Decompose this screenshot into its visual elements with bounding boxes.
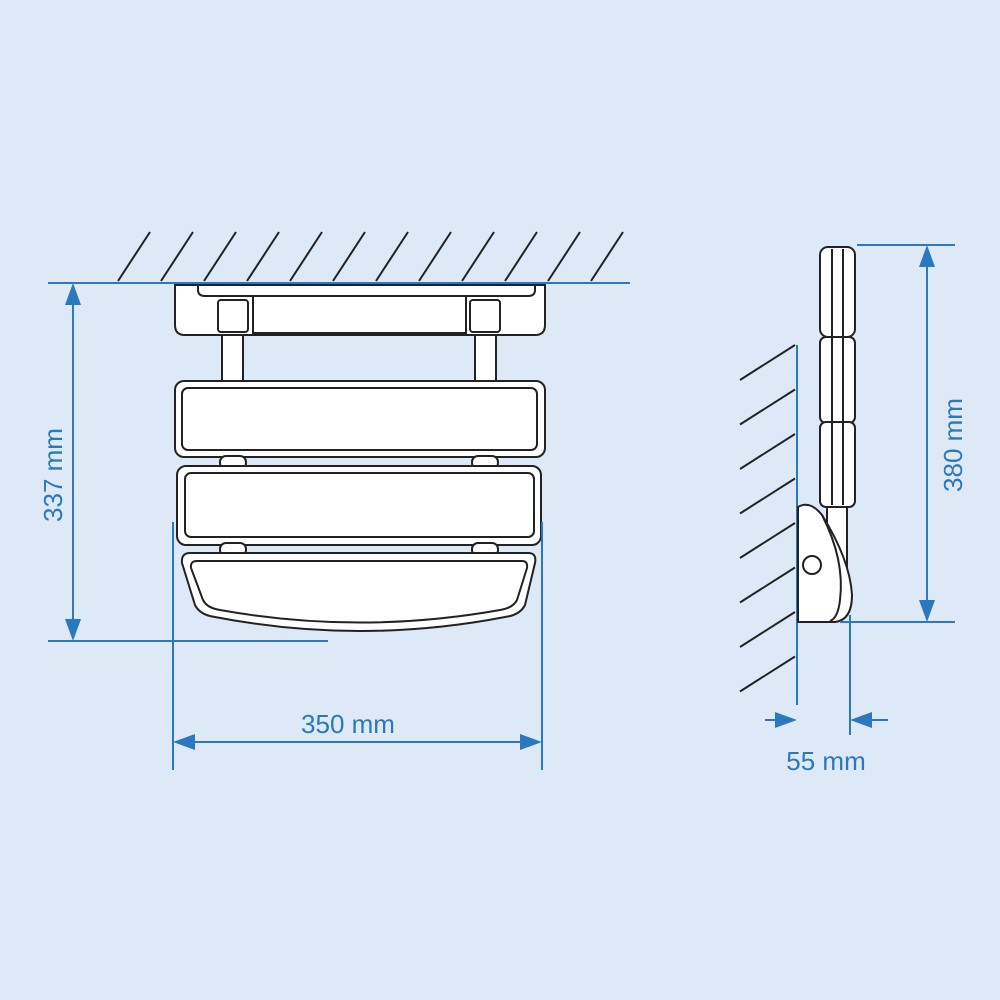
hatch-line (160, 231, 194, 282)
hatch-line (117, 231, 151, 282)
hatch-line (739, 655, 796, 693)
hatch-line (547, 231, 581, 282)
hatch-line (289, 231, 323, 282)
hatch-line (739, 522, 796, 559)
bracket-screw (802, 555, 822, 575)
support-leg-left (221, 334, 244, 384)
height-side-label: 380 mm (938, 398, 968, 492)
hatch-line (590, 231, 624, 282)
hatch-line (246, 231, 280, 282)
hatch-line (739, 344, 796, 381)
depth-side-label: 55 mm (786, 746, 865, 776)
hatch-line (739, 566, 796, 604)
hinge-clip-right (469, 299, 501, 333)
hatch-line (504, 231, 538, 282)
hatch-line (461, 231, 495, 282)
width-front-label: 350 mm (301, 709, 395, 739)
hatch-line (739, 388, 796, 426)
height-front-label: 337 mm (38, 428, 68, 522)
bracket-bar (252, 295, 467, 334)
wall-hatching (739, 344, 796, 693)
seat-slat-2 (176, 465, 542, 546)
dimension-height-front (48, 283, 328, 642)
side-view-seat (797, 246, 856, 623)
dimension-depth-side (765, 615, 888, 735)
hatch-line (332, 231, 366, 282)
front-view-seat (174, 284, 546, 632)
hinge-clip-left (217, 299, 249, 333)
seat-slat-3 (180, 552, 537, 632)
hatch-line (739, 477, 796, 515)
seat-slat-1 (174, 380, 546, 458)
side-bracket (797, 503, 854, 623)
hatch-line (203, 231, 237, 282)
hatch-line (375, 231, 409, 282)
dimension-width-front (172, 522, 543, 770)
dimension-height-side (840, 244, 955, 623)
support-leg-right (474, 334, 497, 384)
hatch-line (739, 611, 796, 648)
hatch-line (739, 433, 796, 470)
hatch-line (418, 231, 452, 282)
ceiling-hatching (117, 231, 624, 282)
